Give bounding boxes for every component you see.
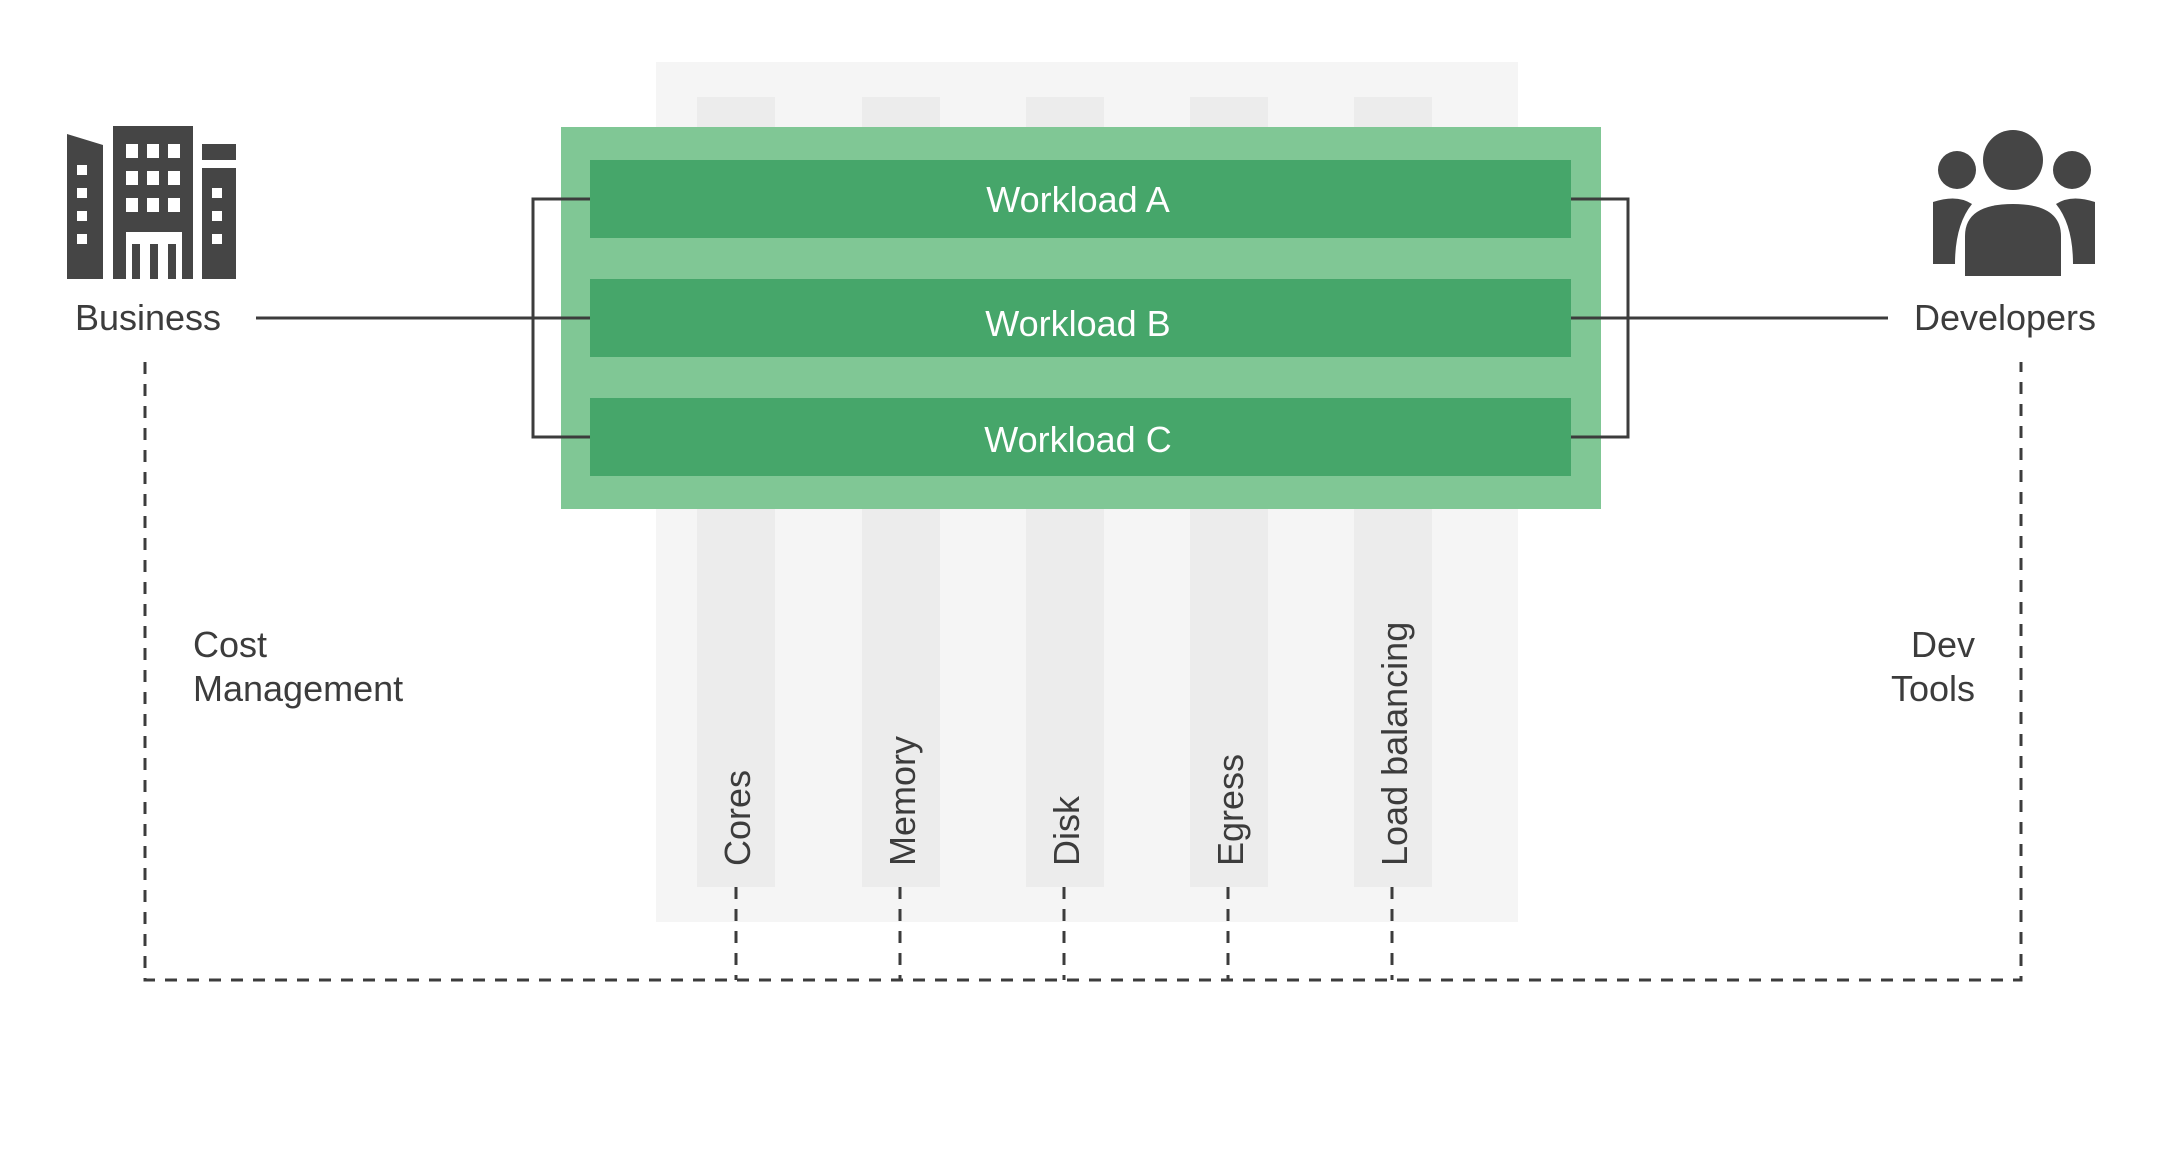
resource-label-egress: Egress (1210, 754, 1251, 866)
building-icon (67, 126, 236, 279)
workload-a[interactable]: Workload A (590, 160, 1571, 238)
svg-text:Management: Management (193, 668, 403, 709)
dev-tools-label: Dev Tools (1891, 624, 1975, 709)
resource-label-cores: Cores (717, 770, 758, 866)
dashed-connections (143, 362, 2023, 982)
workload-c-label: Workload C (984, 419, 1171, 460)
developers-connector (1571, 197, 1888, 439)
resource-label-memory: Memory (882, 736, 923, 866)
cost-management-label: Cost Management (193, 624, 403, 709)
workload-b-label: Workload B (985, 303, 1170, 344)
resource-label-load-balancing: Load balancing (1374, 622, 1415, 866)
svg-text:Cost: Cost (193, 624, 267, 665)
business-label: Business (75, 297, 221, 338)
workload-a-label: Workload A (986, 179, 1169, 220)
business-connector (256, 197, 590, 439)
workload-c[interactable]: Workload C (590, 398, 1571, 476)
svg-text:Dev: Dev (1911, 624, 1975, 665)
people-icon (1933, 130, 2095, 276)
resource-label-disk: Disk (1046, 795, 1087, 866)
dashed-frame (143, 362, 2023, 982)
svg-text:Tools: Tools (1891, 668, 1975, 709)
workloads: Workload A Workload B Workload C (590, 160, 1571, 476)
workload-b[interactable]: Workload B (590, 279, 1571, 357)
developers-label: Developers (1914, 297, 2096, 338)
resource-labels: Cores Memory Disk Egress Load balancing (717, 622, 1415, 866)
